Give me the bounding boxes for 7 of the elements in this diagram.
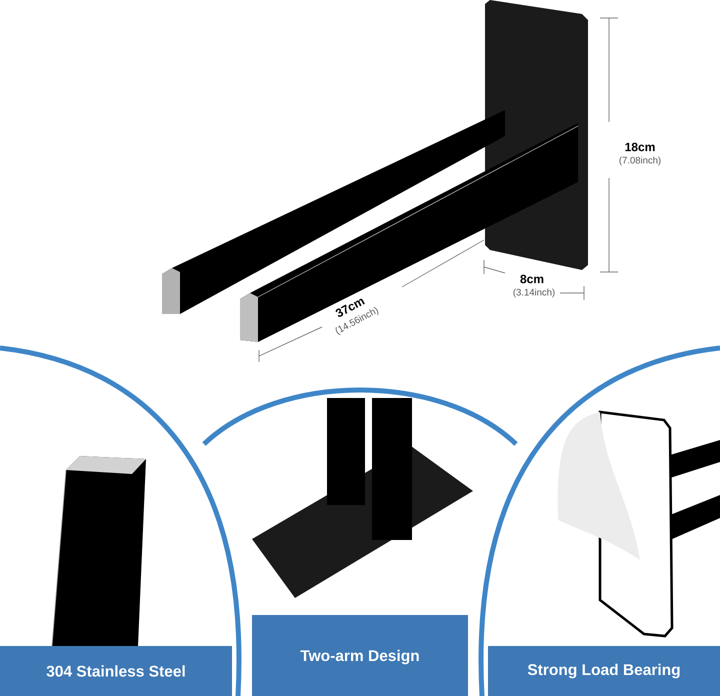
caption-banner: Strong Load Bearing [488, 646, 720, 696]
dimension-label: 8cm [520, 274, 544, 284]
dimension-label: (3.14inch) [513, 288, 555, 298]
caption-banner: 304 Stainless Steel [0, 646, 232, 696]
dimension-label: 18cm [625, 142, 655, 152]
caption-banner: Two-arm Design [252, 615, 468, 696]
dimension-label: (7.08inch) [619, 156, 661, 166]
